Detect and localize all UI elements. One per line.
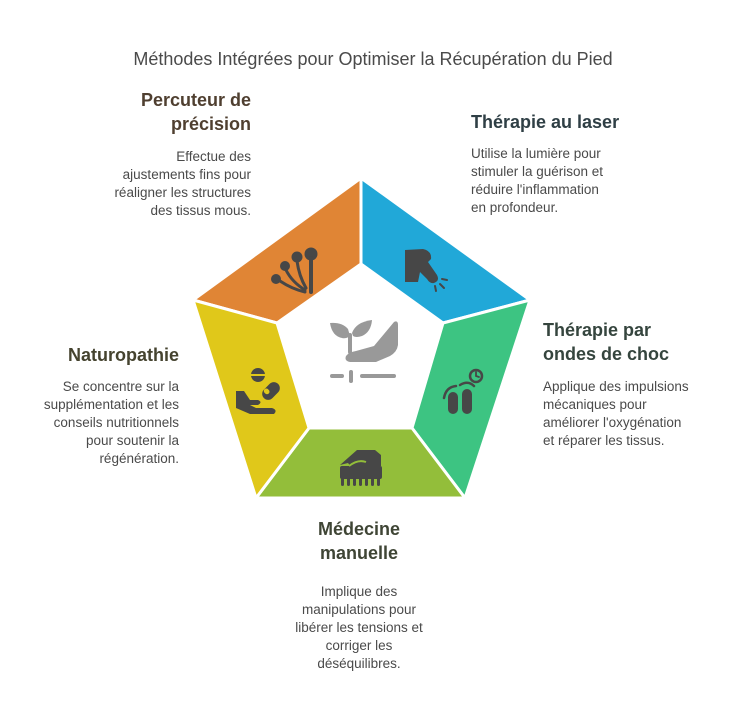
finger-laser-icon: [405, 249, 448, 292]
medecine-description: Implique des manipulations pour libérer …: [295, 584, 423, 671]
laser-title: Thérapie au laser: [471, 112, 620, 132]
laser-block: Thérapie au laser Utilise la lumière pou…: [471, 110, 671, 217]
ondes-block: Thérapie par ondes de choc Applique des …: [543, 318, 743, 450]
percuteur-title: Percuteur de précision: [140, 90, 251, 134]
hand-massage-icon: [340, 450, 382, 486]
percuteur-description: Effectue des ajustements fins pour réali…: [114, 149, 251, 218]
naturopathie-description: Se concentre sur la supplémentation et l…: [43, 379, 179, 466]
naturopathie-title: Naturopathie: [67, 345, 179, 365]
medecine-title: Médecine manuelle: [317, 519, 401, 563]
medecine-block: Médecine manuelle Implique des manipulat…: [259, 517, 459, 673]
ondes-description: Applique des impulsions mécaniques pour …: [543, 379, 689, 448]
center-pentagon: [277, 264, 443, 428]
naturopathie-block: Naturopathie Se concentre sur la supplém…: [10, 343, 179, 468]
hand-pills-icon: [236, 368, 280, 414]
percuteur-block: Percuteur de précision Effectue des ajus…: [90, 88, 251, 220]
plant-hand-growth-icon: [330, 320, 398, 383]
fingers-timer-icon: [442, 368, 484, 414]
ondes-title: Thérapie par ondes de choc: [543, 320, 670, 364]
diagram-title: Méthodes Intégrées pour Optimiser la Réc…: [133, 49, 613, 69]
laser-description: Utilise la lumière pour stimuler la guér…: [471, 146, 604, 215]
precision-percussion-icon: [271, 247, 318, 294]
